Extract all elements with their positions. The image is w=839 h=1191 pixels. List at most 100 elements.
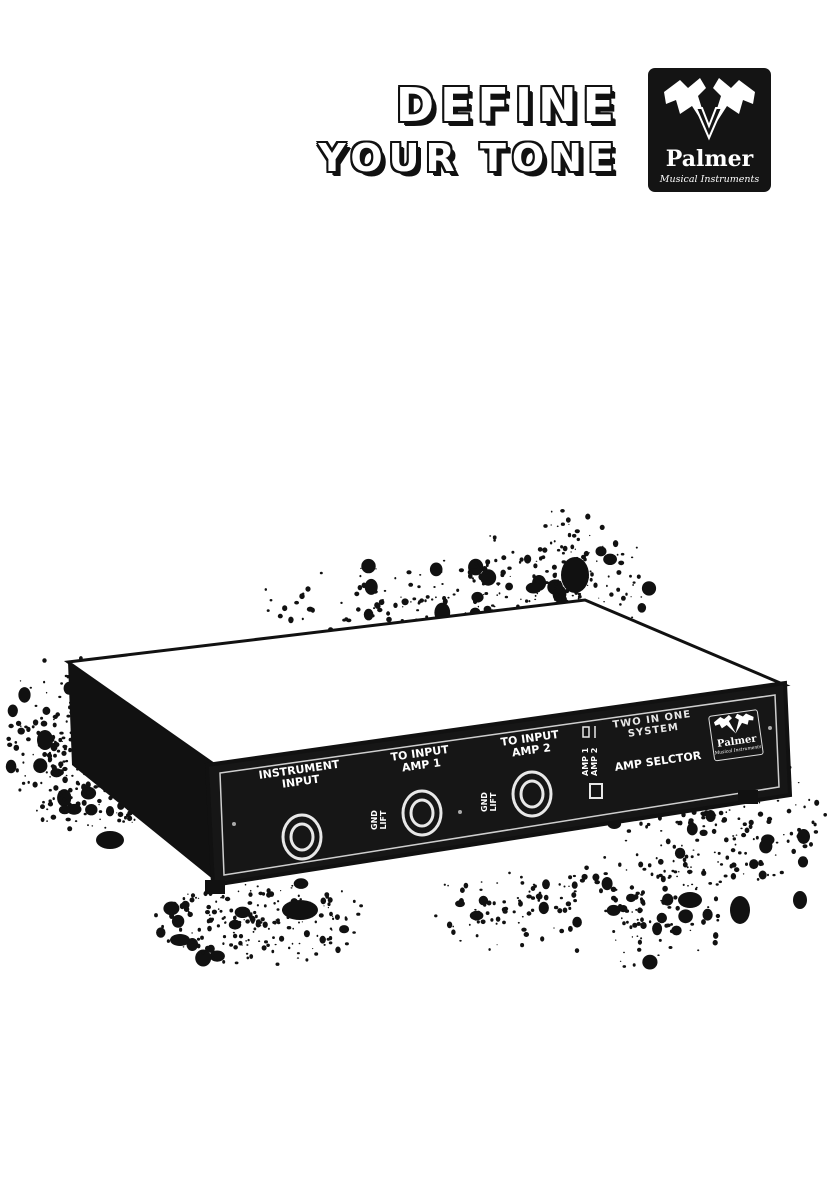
ink-splatter-dot [621,596,626,601]
ink-splatter-dot [700,833,701,835]
ink-splatter-dot [666,839,671,845]
ink-splatter-dot [657,954,659,956]
ink-splatter-dot [245,884,247,886]
ink-splatter-dot [24,775,26,777]
ink-splatter-dot [459,940,462,942]
ink-splatter-dot [678,871,679,873]
ink-splatter-dot [479,598,482,601]
ink-splatter-dot [239,934,243,938]
ink-splatter-dot [767,817,772,821]
ink-splatter-dot [412,597,416,600]
ink-splatter-dot [639,822,642,826]
gnd-lift-1-label: GND LIFT [370,810,388,830]
ink-splatter-dot [40,717,43,720]
ink-splatter-dot [632,936,633,938]
ink-splatter-dot [664,924,668,928]
ink-splatter-dot [62,741,63,742]
ink-splatter-dot [464,883,469,889]
ink-splatter-dot [718,852,721,855]
ink-splatter-dot [575,948,579,953]
ink-splatter-dot [573,899,577,902]
ink-splatter-dot [749,859,758,869]
ink-splatter-dot [26,737,31,741]
ink-splatter-dot [551,511,553,513]
ink-splatter-dot [424,599,426,602]
ink-splatter-dot [659,939,662,942]
ink-splatter-dot [539,892,542,895]
ink-splatter-dot [616,588,620,592]
ink-splatter-dot [619,905,627,912]
ink-splatter-dot [640,922,646,929]
ink-splatter-dot [18,687,30,703]
ink-splatter-dot [771,837,774,839]
ink-splatter-dot [637,922,641,926]
ink-splatter-dot [745,828,750,834]
ink-splatter-dot [46,692,47,694]
ink-splatter-dot [531,909,534,912]
ink-splatter-dot [447,597,449,599]
ink-splatter-dot [640,917,644,922]
ink-splatter-dot [251,919,254,923]
ink-splatter-dot [320,936,326,944]
ink-splatter-dot [636,547,638,549]
ink-splatter-dot [753,838,755,840]
ink-splatter-dot [717,861,719,862]
ink-splatter-dot [24,726,28,729]
ink-splatter-dot [447,885,449,887]
ink-splatter-dot [154,913,158,917]
ink-splatter-dot [683,858,687,863]
ink-splatter-dot [741,833,746,837]
ink-splatter-dot [431,598,433,600]
ink-splatter-dot [329,936,332,940]
ink-splatter-dot [33,758,47,773]
ink-splatter-dot [98,804,99,806]
ink-splatter-dot [28,781,30,784]
ink-splatter-dot [553,582,555,583]
ink-splatter-dot [183,897,186,900]
ink-splatter-dot [499,592,501,594]
ink-splatter-dot [613,897,618,902]
ink-splatter-dot [559,929,564,934]
ink-splatter-dot [280,890,281,891]
ink-splatter-dot [590,578,593,582]
ink-splatter-dot [262,945,267,950]
ink-splatter-dot [631,911,633,913]
palm-tree-icon [658,74,761,144]
ink-splatter-dot [757,878,760,881]
ink-splatter-dot [317,935,319,937]
ink-splatter-dot [264,940,268,943]
ink-splatter-dot [630,885,634,889]
ink-splatter-dot [626,894,636,902]
ink-splatter-dot [330,928,332,930]
ink-splatter-dot [497,944,498,945]
ink-splatter-dot [633,581,636,583]
ink-splatter-dot [662,886,668,892]
ink-splatter-dot [663,870,665,873]
ink-splatter-dot [475,916,477,918]
ink-splatter-dot [470,911,484,921]
ink-splatter-dot [541,556,545,560]
ink-splatter-dot [279,936,284,942]
ink-splatter-dot [266,944,270,947]
ink-splatter-dot [328,907,329,908]
ink-splatter-dot [57,750,60,753]
ink-splatter-dot [247,957,250,960]
ink-splatter-dot [242,944,243,945]
ink-splatter-dot [662,894,673,906]
ink-splatter-dot [731,862,736,867]
ink-splatter-dot [596,546,607,556]
ink-splatter-dot [578,593,581,596]
ink-splatter-dot [626,921,629,924]
ink-splatter-dot [453,593,456,595]
ink-splatter-dot [552,565,557,570]
ink-splatter-dot [647,823,651,826]
ink-splatter-dot [733,837,736,840]
ink-splatter-dot [724,875,728,878]
ink-splatter-dot [449,923,452,926]
ink-splatter-dot [526,583,542,594]
ink-splatter-dot [433,586,435,588]
ink-splatter-dot [63,798,66,802]
ink-splatter-dot [220,910,223,913]
ink-splatter-dot [683,884,685,885]
ink-splatter-dot [544,895,549,901]
